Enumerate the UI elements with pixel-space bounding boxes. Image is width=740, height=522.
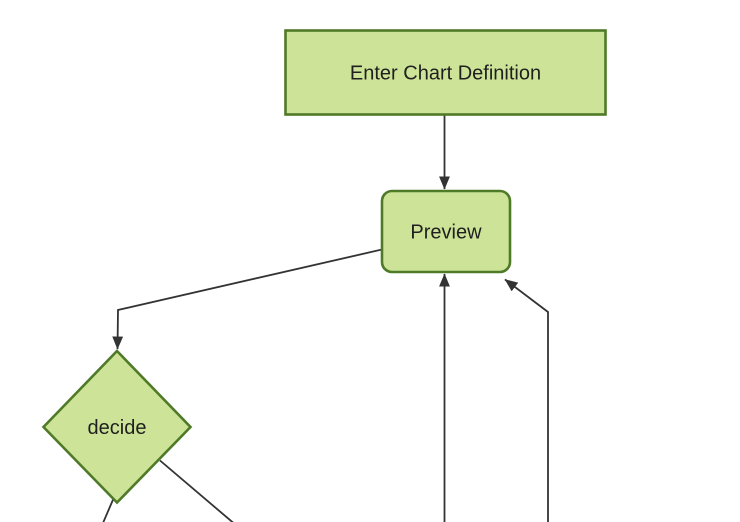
nodes-layer: Enter Chart Definition Preview decide: [41, 29, 607, 505]
node-enter-chart-definition-label: Enter Chart Definition: [350, 63, 541, 85]
node-preview-label: Preview: [410, 222, 482, 244]
edge-decide-to-offscreen-left: [102, 498, 115, 522]
edge-bottom-right-to-preview: [504, 278, 549, 522]
edges-layer: [102, 114, 549, 522]
edge-preview-to-decide: [112, 248, 383, 350]
node-preview: [380, 189, 512, 274]
node-decide-label: decide: [88, 417, 147, 439]
node-enter-chart-definition: [284, 29, 607, 116]
node-decide: [41, 349, 193, 505]
edge-decide-to-offscreen-right: [159, 459, 234, 522]
